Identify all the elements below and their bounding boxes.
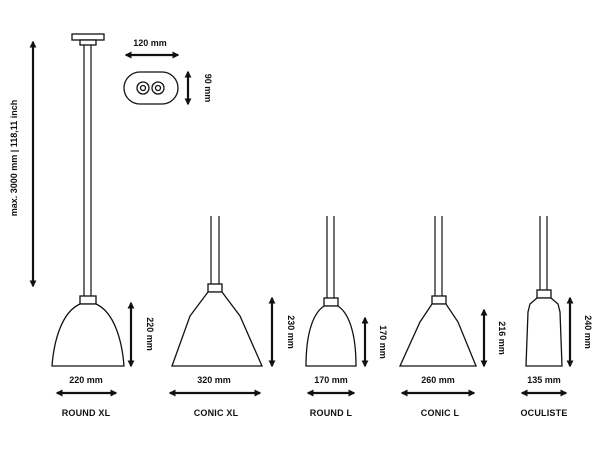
round-l-shade [305,305,357,367]
conic-l-width-label: 260 mm [421,375,455,385]
conic-l-name: CONIC L [421,408,460,418]
ceiling-canopy [71,33,105,41]
conic-xl-width-label: 320 mm [197,375,231,385]
round-xl-shade [51,303,125,367]
cable-length-dimension: max. 3000 mm | 118,11 inch [9,40,37,288]
model-round-l: 170 mm 170 mm ROUND L [305,216,388,418]
round-xl-height-label: 220 mm [145,317,155,351]
model-conic-xl: 230 mm 320 mm CONIC XL [168,216,296,418]
canopy-top-view: 120 mm 90 mm [123,38,213,106]
conic-xl-height-label: 230 mm [286,315,296,349]
canopy-depth-label: 90 mm [203,74,213,103]
conic-xl-shade [171,291,263,367]
conic-xl-name: CONIC XL [194,408,239,418]
round-xl-name: ROUND XL [62,408,111,418]
round-l-name: ROUND L [310,408,353,418]
conic-l-shade [398,303,477,367]
canopy-width-label: 120 mm [133,38,167,48]
oculiste-name: OCULISTE [520,408,567,418]
conic-l-height-label: 216 mm [497,321,507,355]
round-l-height-label: 170 mm [378,325,388,359]
round-xl-width-label: 220 mm [69,375,103,385]
model-oculiste: 240 mm 135 mm OCULISTE [520,216,593,418]
model-conic-l: 216 mm 260 mm CONIC L [398,216,507,418]
canopy-plate [123,71,179,105]
model-round-xl: 220 mm 220 mm ROUND XL [51,33,155,418]
oculiste-width-label: 135 mm [527,375,561,385]
cable-length-label: max. 3000 mm | 118,11 inch [9,100,19,217]
round-l-width-label: 170 mm [314,375,348,385]
oculiste-shade [525,297,563,367]
oculiste-height-label: 240 mm [583,315,593,349]
